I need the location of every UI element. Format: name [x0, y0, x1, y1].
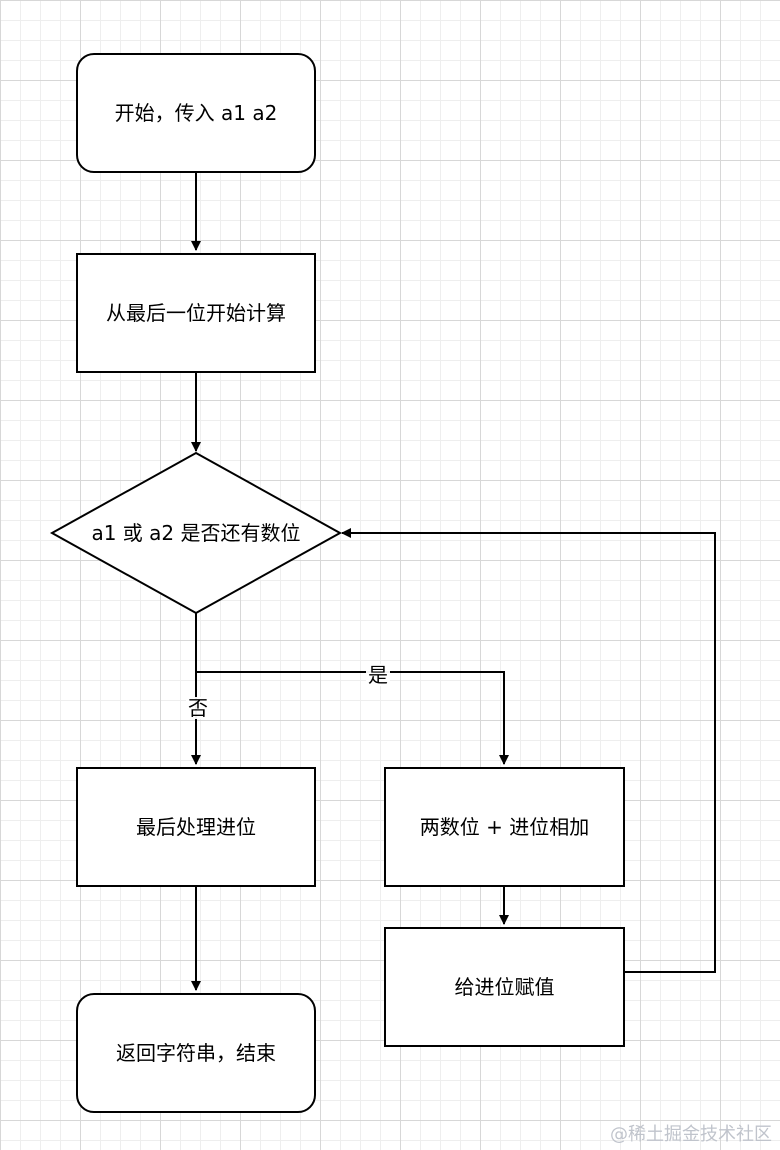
add-digits-node: 两数位 + 进位相加 [384, 767, 625, 887]
decision-text: a1 或 a2 是否还有数位 [91, 521, 301, 545]
final-carry-node: 最后处理进位 [76, 767, 316, 887]
connector-decision-yes [196, 671, 509, 765]
decision-diamond [49, 451, 343, 615]
edge-label-no: 否 [186, 696, 210, 720]
end-node: 返回字符串，结束 [76, 993, 316, 1113]
assign-carry-node: 给进位赋值 [384, 927, 625, 1047]
calc-node: 从最后一位开始计算 [76, 253, 316, 373]
edge-label-yes: 是 [366, 663, 390, 687]
connector-loop-back [341, 528, 716, 973]
start-node: 开始，传入 a1 a2 [76, 53, 316, 173]
watermark-text: @稀土掘金技术社区 [610, 1124, 772, 1145]
